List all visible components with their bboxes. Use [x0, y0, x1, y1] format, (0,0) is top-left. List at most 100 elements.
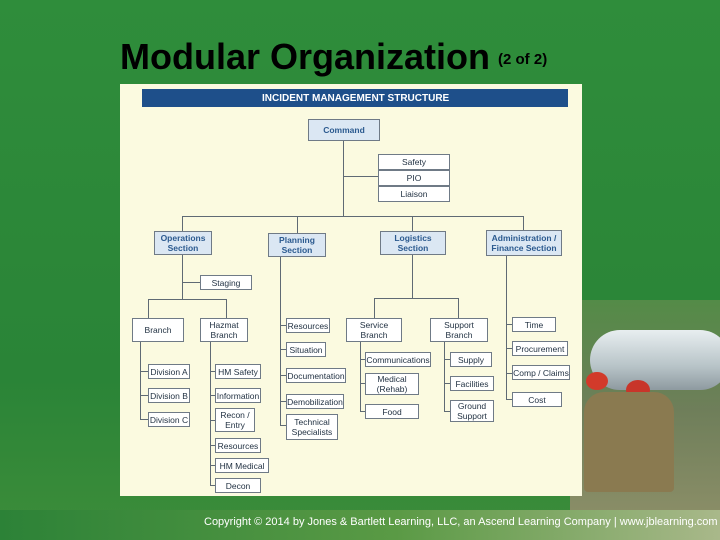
connector — [412, 216, 413, 232]
connector — [182, 216, 183, 232]
slide-title: Modular Organization(2 of 2) — [120, 36, 547, 78]
admin-section-box: Administration / Finance Section — [486, 230, 562, 256]
connector — [360, 342, 361, 412]
situation-label: Situation — [289, 344, 323, 355]
connector — [280, 256, 281, 426]
admin-unit-box: Cost — [512, 392, 562, 407]
division-box: Division A — [148, 364, 190, 379]
connector — [140, 419, 148, 420]
service-unit-box: Communications — [365, 352, 431, 367]
logistics-section-box: Logistics Section — [380, 231, 446, 255]
division-b-label: Division B — [150, 390, 188, 401]
connector — [374, 298, 458, 299]
time-label: Time — [524, 319, 544, 330]
connector — [343, 141, 344, 216]
supply-label: Supply — [458, 354, 484, 365]
hazmat-unit-box: HM Medical — [215, 458, 269, 473]
command-staff-safety: Safety — [401, 157, 427, 167]
command-staff-box: Safety — [378, 154, 450, 170]
footer-band — [0, 510, 720, 540]
connector — [140, 342, 141, 420]
ground-support-label: Ground Support — [457, 401, 487, 421]
command-label: Command — [323, 125, 365, 135]
planning-unit-box: Resources — [286, 318, 330, 333]
connector — [444, 383, 450, 384]
support-unit-box: Ground Support — [450, 400, 494, 422]
slide-subtitle: (2 of 2) — [498, 50, 548, 68]
plan-resources-label: Resources — [287, 320, 329, 331]
connector — [523, 216, 524, 232]
planning-unit-box: Documentation — [286, 368, 346, 383]
operations-section-box: Operations Section — [154, 231, 212, 255]
connector — [297, 216, 298, 234]
hazmat-branch-box: Hazmat Branch — [200, 318, 248, 342]
connector — [182, 216, 523, 217]
connector — [506, 399, 512, 400]
service-unit-box: Medical (Rehab) — [365, 373, 419, 395]
connector — [458, 298, 459, 318]
firefighter-figure — [584, 392, 674, 492]
information-label: Information — [216, 390, 260, 401]
planning-unit-box: Demobilization — [286, 394, 344, 409]
connector — [280, 349, 286, 350]
operations-section-label: Operations Section — [160, 233, 206, 253]
branch-label: Branch — [144, 325, 172, 335]
hm-medical-label: HM Medical — [219, 460, 265, 471]
support-branch-box: Support Branch — [430, 318, 488, 342]
connector — [360, 359, 365, 360]
admin-section-label: Administration / Finance Section — [491, 233, 557, 253]
division-box: Division C — [148, 412, 190, 427]
admin-unit-box: Procurement — [512, 341, 568, 356]
planning-section-label: Planning Section — [279, 235, 315, 255]
cost-label: Cost — [528, 394, 546, 405]
documentation-label: Documentation — [287, 370, 345, 381]
planning-unit-box: Situation — [286, 342, 326, 357]
division-c-label: Division C — [149, 414, 189, 425]
food-label: Food — [382, 406, 402, 417]
procurement-label: Procurement — [515, 343, 565, 354]
support-unit-box: Supply — [450, 352, 492, 367]
command-staff-pio: PIO — [406, 173, 422, 183]
division-a-label: Division A — [150, 366, 188, 377]
connector — [343, 176, 379, 177]
hazmat-unit-box: Recon / Entry — [215, 408, 255, 432]
command-staff-box: PIO — [378, 170, 450, 186]
connector — [506, 373, 512, 374]
planning-section-box: Planning Section — [268, 233, 326, 257]
staging-label: Staging — [211, 277, 241, 288]
hm-safety-label: HM Safety — [218, 366, 258, 377]
org-chart-panel: INCIDENT MANAGEMENT STRUCTURE Command — [120, 84, 582, 496]
connector — [412, 255, 413, 298]
firefighter-helmet — [586, 372, 608, 390]
connector — [210, 485, 215, 486]
hazmat-unit-box: Resources — [215, 438, 261, 453]
connector — [182, 255, 183, 299]
branch-box: Branch — [132, 318, 184, 342]
decon-label: Decon — [225, 480, 251, 491]
connector — [148, 299, 226, 300]
connector — [360, 411, 365, 412]
service-unit-box: Food — [365, 404, 419, 419]
facilities-label: Facilities — [455, 378, 489, 389]
admin-unit-box: Comp / Claims — [512, 365, 570, 380]
connector — [210, 445, 215, 446]
communications-label: Communications — [366, 354, 430, 365]
connector — [210, 371, 215, 372]
connector — [280, 325, 286, 326]
connector — [210, 395, 215, 396]
hazmat-unit-box: Information — [215, 388, 261, 403]
connector — [506, 256, 507, 400]
staging-box: Staging — [200, 275, 252, 290]
comp-claims-label: Comp / Claims — [513, 367, 569, 378]
hazmat-branch-label: Hazmat Branch — [209, 320, 239, 340]
command-box: Command — [308, 119, 380, 141]
connector — [506, 324, 512, 325]
logistics-section-label: Logistics Section — [394, 233, 432, 253]
hazmat-unit-box: Decon — [215, 478, 261, 493]
planning-unit-box: Technical Specialists — [286, 414, 338, 440]
demobilization-label: Demobilization — [287, 396, 343, 407]
recon-entry-label: Recon / Entry — [220, 410, 250, 430]
connector — [280, 425, 286, 426]
connector — [506, 348, 512, 349]
connector — [374, 298, 375, 318]
